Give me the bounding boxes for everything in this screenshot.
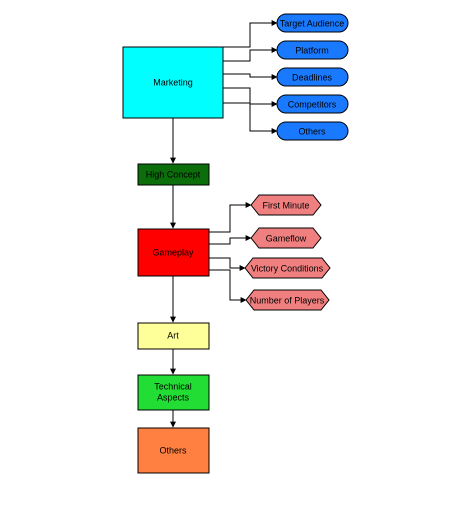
competitors-shape [276,94,349,114]
connector-marketing-competitors [223,87,278,107]
marketing-item-others[interactable]: Others [276,121,349,141]
marketing-label: Marketing [153,77,193,87]
target-audience-shape [276,13,349,33]
high-concept-box [137,163,210,186]
gameplay-item-number-of-players[interactable]: Number of Players [245,289,330,311]
first-minute-shape [250,194,322,216]
high-concept-label: High Concept [146,169,201,179]
art-node[interactable]: Art [137,322,210,350]
competitors-label: Competitors [288,99,337,109]
deadlines-label: Deadlines [292,72,333,82]
first-minute-label: First Minute [262,200,309,210]
victory-conditions-shape [244,257,331,279]
number-of-players-shape [245,289,330,311]
technical-aspects-label-line2: Aspects [157,392,190,402]
others-main-node[interactable]: Others [137,427,210,474]
art-label: Art [167,330,179,340]
gameflow-shape [250,227,322,249]
marketing-others-shape [276,121,349,141]
marketing-others-label: Others [298,126,326,136]
others-main-label: Others [159,445,187,455]
gameplay-label: Gameplay [152,247,194,257]
gameplay-box [137,228,210,277]
connector-gameplay-first-minute [209,202,252,233]
art-box [137,322,210,350]
platform-label: Platform [295,45,329,55]
high-concept-node[interactable]: High Concept [137,163,210,186]
gameplay-item-gameflow[interactable]: Gameflow [250,227,322,249]
gameplay-node[interactable]: Gameplay [137,228,210,277]
connector-gameplay-gameflow [209,235,252,245]
connector-gameplay-number-of-players [209,269,247,303]
platform-shape [276,40,349,60]
number-of-players-label: Number of Players [250,295,325,305]
technical-aspects-label-line1: Technical [154,381,192,391]
marketing-item-platform[interactable]: Platform [276,40,349,60]
technical-aspects-node[interactable]: Technical Aspects [137,374,210,411]
gameplay-item-first-minute[interactable]: First Minute [250,194,322,216]
gameflow-label: Gameflow [266,233,307,243]
technical-aspects-box [137,374,210,411]
target-audience-label: Target Audience [280,18,345,28]
marketing-item-target-audience[interactable]: Target Audience [276,13,349,33]
gameplay-item-victory-conditions[interactable]: Victory Conditions [244,257,331,279]
victory-conditions-label: Victory Conditions [251,263,324,273]
connector-marketing-others [223,102,278,134]
marketing-box [122,46,224,119]
connector-marketing-deadlines [223,73,278,80]
marketing-item-competitors[interactable]: Competitors [276,94,349,114]
connector-gameplay-victory-conditions [209,257,246,271]
marketing-node[interactable]: Marketing [122,46,224,119]
marketing-item-deadlines[interactable]: Deadlines [276,67,349,87]
deadlines-shape [276,67,349,87]
others-main-box [137,427,210,474]
connector-marketing-target-audience [223,20,278,48]
connector-marketing-platform [223,47,278,62]
